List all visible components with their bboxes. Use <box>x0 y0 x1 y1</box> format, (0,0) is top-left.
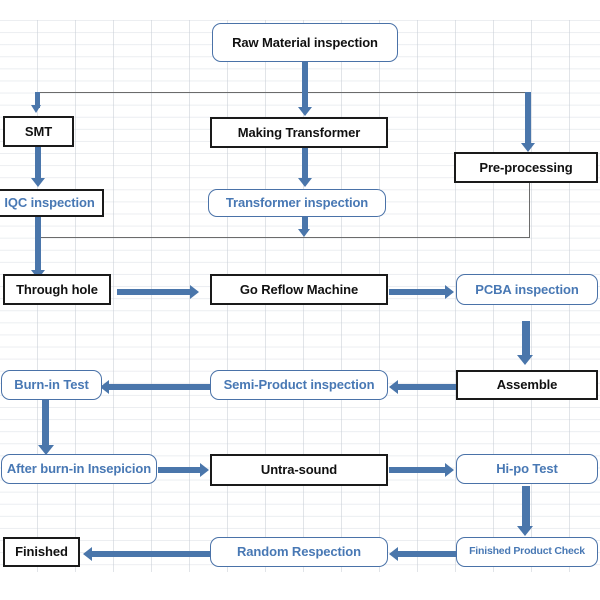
arrowhead-throughhole-to-goreflow <box>190 285 199 299</box>
arrowhead-goreflow-to-pcba <box>445 285 454 299</box>
node-label: PCBA inspection <box>475 281 579 297</box>
connector-untrasound-to-hipo <box>389 467 447 473</box>
node-label: Finished Product Check <box>469 545 585 558</box>
connector-bus-to-smt <box>35 92 40 108</box>
node-raw-material-inspection[interactable]: Raw Material inspection <box>212 23 398 62</box>
connector-semiproduct-to-burnin <box>109 384 210 390</box>
connector-raw-to-bus <box>302 62 308 93</box>
node-transformer-inspection[interactable]: Transformer inspection <box>208 189 386 217</box>
node-label: Raw Material inspection <box>232 34 378 50</box>
connector-randomrespection-to-finished <box>92 551 210 557</box>
node-pcba-inspection[interactable]: PCBA inspection <box>456 274 598 305</box>
node-untra-sound[interactable]: Untra-sound <box>210 454 388 486</box>
arrowhead-smt-to-iqc <box>31 178 45 187</box>
node-assemble[interactable]: Assemble <box>456 370 598 400</box>
connector-bus-top <box>37 92 529 93</box>
node-label: Making Transformer <box>237 124 361 140</box>
connector-afterburnin-to-untrasound <box>158 467 203 473</box>
connector-assemble-to-semiproduct <box>398 384 456 390</box>
node-label: After burn-in Insepicion <box>6 461 152 477</box>
node-label: Finished <box>15 544 68 560</box>
arrowhead-transformerinspection-down <box>298 229 310 237</box>
node-label: IQC inspection <box>4 195 95 211</box>
node-label: Burn-in Test <box>14 377 89 393</box>
arrowhead-afterburnin-to-untrasound <box>200 463 209 477</box>
connector-bus-to-preprocessing <box>525 92 531 145</box>
connector-hipo-to-finishedproductcheck <box>522 486 530 530</box>
node-making-transformer[interactable]: Making Transformer <box>210 117 388 148</box>
node-finished-product-check[interactable]: Finished Product Check <box>456 537 598 567</box>
node-label: Transformer inspection <box>225 195 369 211</box>
node-burn-in-test[interactable]: Burn-in Test <box>1 370 102 400</box>
node-iqc-inspection[interactable]: IQC inspection <box>0 189 104 217</box>
connector-makingtransformer-to-transformerinspection <box>302 147 308 180</box>
node-label: Through hole <box>16 281 98 297</box>
connector-transformerinspection-down <box>302 216 308 232</box>
node-hi-po-test[interactable]: Hi-po Test <box>456 454 598 484</box>
arrowhead-pcba-to-assemble <box>517 355 533 365</box>
node-after-burn-in-inspection[interactable]: After burn-in Insepicion <box>1 454 157 484</box>
arrowhead-semiproduct-to-burnin <box>100 380 109 394</box>
arrowhead-bus-to-making-transformer <box>298 107 312 116</box>
connector-throughhole-to-goreflow <box>117 289 193 295</box>
connector-bus-to-making-transformer <box>302 92 308 109</box>
node-label: Assemble <box>496 377 558 393</box>
node-semi-product-inspection[interactable]: Semi-Product inspection <box>210 370 388 400</box>
node-label: SMT <box>24 123 53 139</box>
node-through-hole[interactable]: Through hole <box>3 274 111 305</box>
arrowhead-bus-to-preprocessing <box>521 143 535 152</box>
node-label: Pre-processing <box>479 159 573 175</box>
arrowhead-untrasound-to-hipo <box>445 463 454 477</box>
connector-iqc-to-throughhole <box>35 216 41 274</box>
arrowhead-bus-to-smt <box>30 105 41 113</box>
connector-finishedproductcheck-to-randomrespection <box>398 551 456 557</box>
connector-pcba-to-assemble <box>522 321 530 359</box>
node-label: Go Reflow Machine <box>239 281 359 297</box>
node-label: Semi-Product inspection <box>223 377 375 393</box>
connector-preprocessing-down <box>529 182 530 238</box>
arrowhead-finishedproductcheck-to-randomrespection <box>389 547 398 561</box>
node-label: Hi-po Test <box>496 461 558 477</box>
node-go-reflow-machine[interactable]: Go Reflow Machine <box>210 274 388 305</box>
node-smt[interactable]: SMT <box>3 116 74 147</box>
connector-bus-merge <box>37 237 530 238</box>
arrowhead-randomrespection-to-finished <box>83 547 92 561</box>
connector-goreflow-to-pcba <box>389 289 447 295</box>
arrowhead-burnin-to-afterburnin <box>37 445 54 455</box>
node-random-respection[interactable]: Random Respection <box>210 537 388 567</box>
connector-smt-to-iqc <box>35 147 41 180</box>
node-pre-processing[interactable]: Pre-processing <box>454 152 598 183</box>
arrowhead-makingtransformer-to-transformerinspection <box>298 178 312 187</box>
arrowhead-hipo-to-finishedproductcheck <box>517 526 533 536</box>
node-finished[interactable]: Finished <box>3 537 80 567</box>
node-label: Random Respection <box>237 544 361 560</box>
connector-burnin-to-afterburnin <box>42 400 49 449</box>
node-label: Untra-sound <box>260 462 338 478</box>
arrowhead-assemble-to-semiproduct <box>389 380 398 394</box>
